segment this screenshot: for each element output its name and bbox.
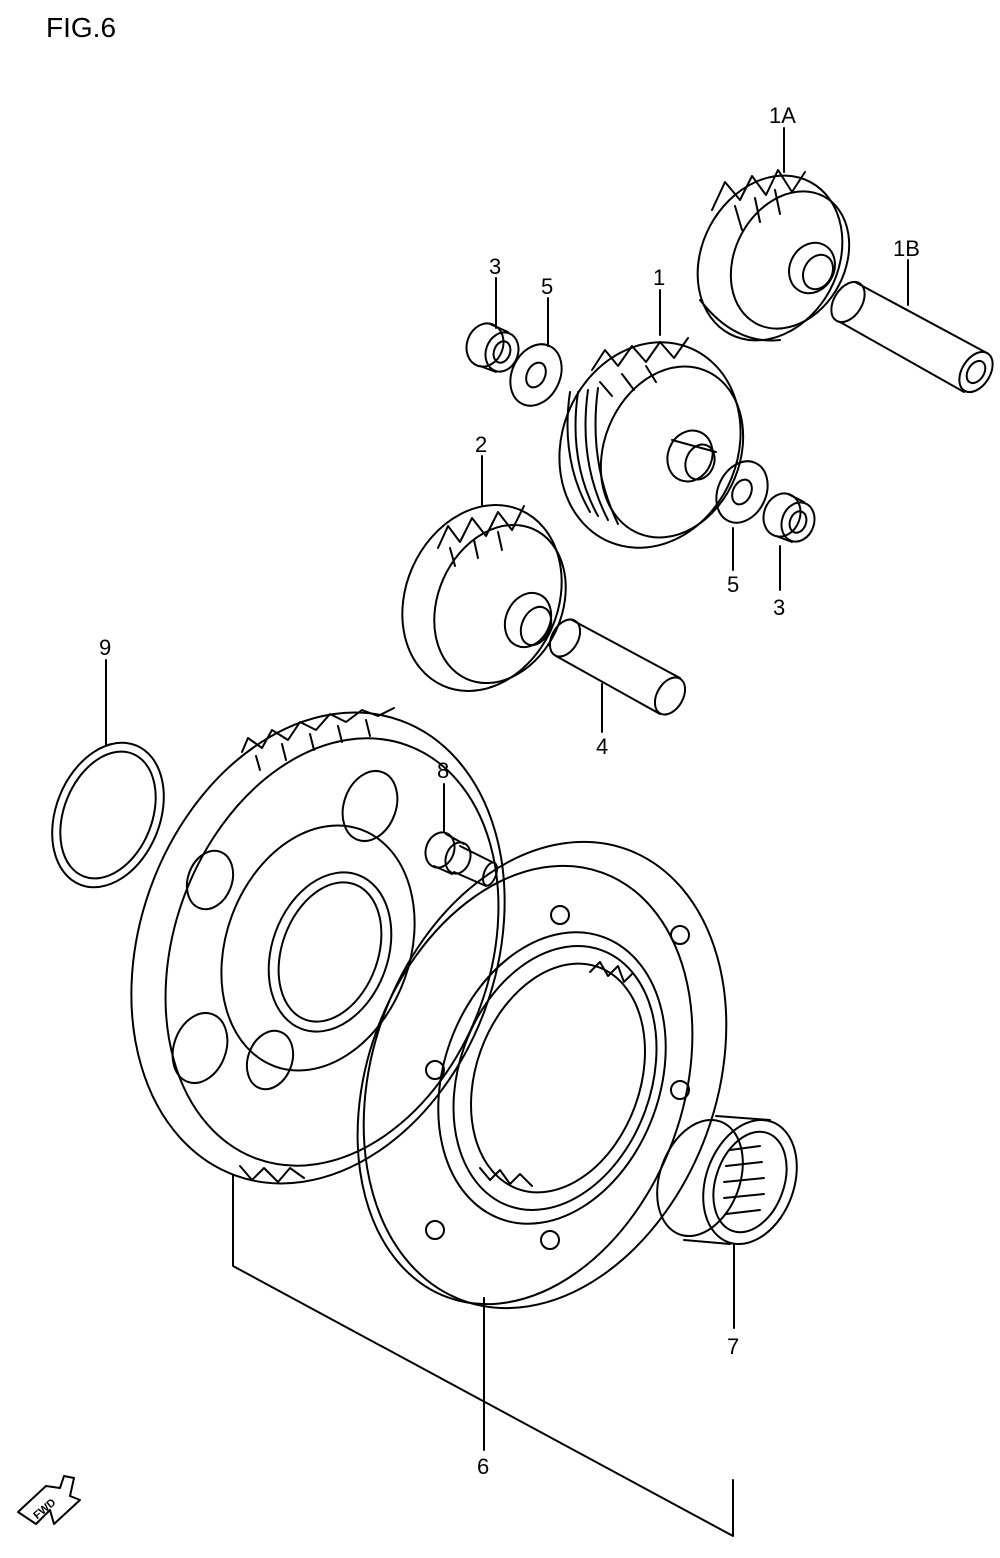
callout-5-lower: 5 xyxy=(727,572,739,597)
part-2-idler-gear xyxy=(374,479,591,716)
part-1-gear-assembly xyxy=(529,315,771,576)
callout-4: 4 xyxy=(596,734,608,759)
callout-2: 2 xyxy=(475,432,487,457)
part-9-shim-ring xyxy=(32,726,185,904)
part-8-bolt xyxy=(421,828,500,887)
fwd-direction-arrow xyxy=(18,1476,80,1524)
part-3-lower-spacer xyxy=(758,488,820,546)
leader-lines xyxy=(106,128,908,1536)
part-7-needle-bearing xyxy=(642,1107,813,1257)
callout-6: 6 xyxy=(477,1454,489,1479)
figure-title: FIG.6 xyxy=(46,12,116,43)
callout-1b: 1B xyxy=(893,236,920,261)
part-3-upper-spacer xyxy=(461,318,524,376)
callout-1a: 1A xyxy=(769,103,796,128)
part-1a-gear xyxy=(670,150,873,366)
callout-9: 9 xyxy=(99,635,111,660)
callout-7: 7 xyxy=(727,1334,739,1359)
part-6-starter-gear xyxy=(68,660,568,1237)
part-5-lower-washer xyxy=(707,453,778,531)
callout-8: 8 xyxy=(437,758,449,783)
part-4-shaft xyxy=(544,614,692,720)
callout-3-upper: 3 xyxy=(489,254,501,279)
callout-1: 1 xyxy=(653,265,665,290)
callout-3-lower: 3 xyxy=(773,595,785,620)
part-5-upper-washer xyxy=(501,336,572,414)
callout-5-upper: 5 xyxy=(541,274,553,299)
part-1b-shaft xyxy=(824,276,999,398)
part-6-clutch-housing xyxy=(299,791,788,1360)
